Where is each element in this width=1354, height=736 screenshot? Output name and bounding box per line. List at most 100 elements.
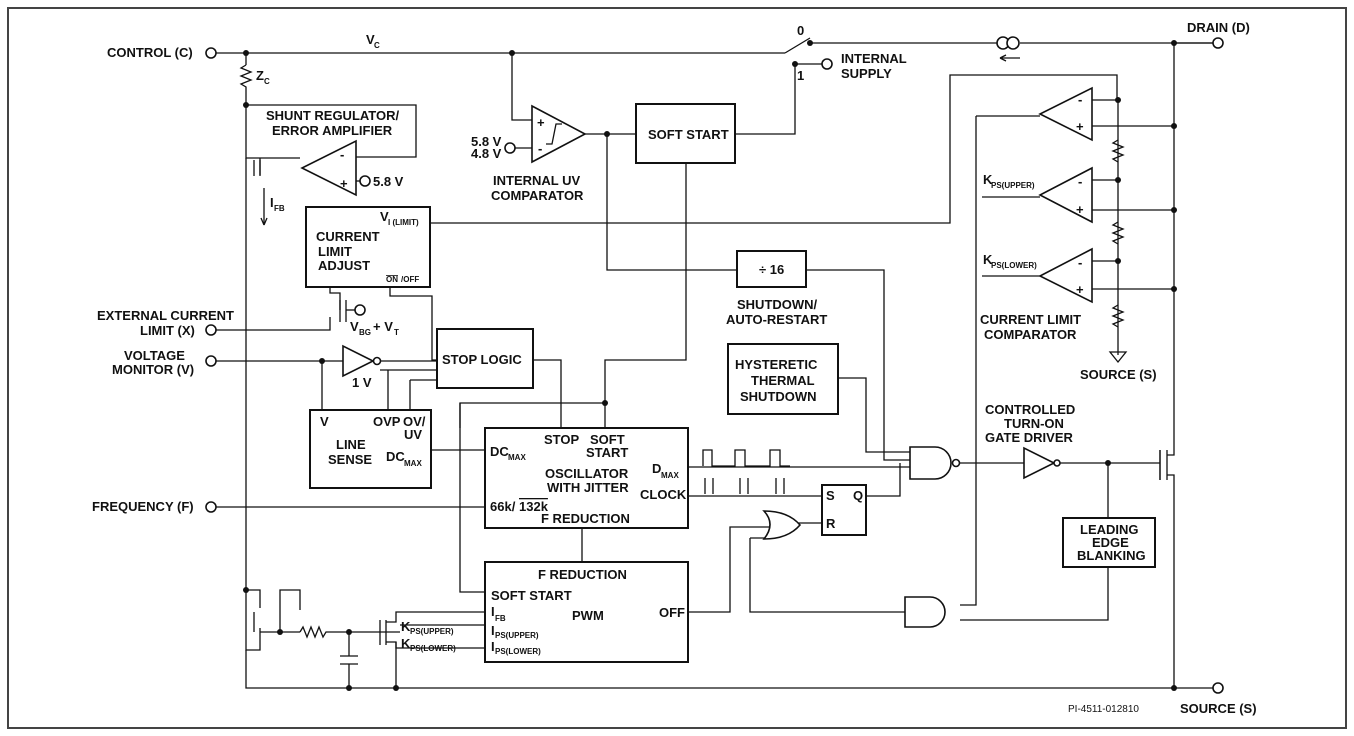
amp-signs-minus: - — [1078, 92, 1082, 107]
label-voltage-monitor-1: VOLTAGE — [124, 348, 185, 363]
label-frequency-pin: FREQUENCY (F) — [92, 499, 194, 514]
and-gate-blanking — [904, 596, 946, 628]
labels-ifb-sub: FB — [274, 204, 285, 213]
blocks-osc-freq-b: 132k — [519, 499, 549, 514]
ground-triangle-icon — [1108, 351, 1128, 364]
labels-vc: V — [366, 32, 375, 47]
labels-ifb: I — [270, 195, 274, 210]
labels-switch-0: 0 — [797, 23, 804, 38]
blocks-osc-dc-sub: MAX — [508, 453, 526, 462]
blocks-pwm-main: PWM — [572, 608, 604, 623]
amp-signs-plus: + — [1076, 202, 1084, 217]
zc-resistor — [239, 64, 253, 90]
label-source-comparator: SOURCE (S) — [1080, 367, 1157, 382]
blocks-pwm-ips-u-sub: PS(UPPER) — [495, 631, 539, 640]
blocks-pwm-title: F REDUCTION — [538, 567, 627, 582]
label-external-current-1: EXTERNAL CURRENT — [97, 308, 234, 323]
blocks-line-sense-1: LINE — [336, 437, 366, 452]
blocks-leb-3: BLANKING — [1077, 548, 1146, 563]
labels-cl-comp-2: COMPARATOR — [984, 327, 1077, 342]
diagram-frame — [7, 7, 1347, 729]
pin-terminals — [205, 37, 1224, 694]
labels-shutdown-1: SHUTDOWN/ — [737, 297, 818, 312]
upper-resistor — [1111, 139, 1125, 163]
blocks-leb-1: LEADING — [1080, 522, 1139, 537]
blocks-osc-dmax-sub: MAX — [661, 471, 679, 480]
amp-signs-minus: - — [340, 147, 344, 162]
stop-logic-block — [436, 328, 534, 389]
labels-vt: + V — [373, 319, 393, 334]
blocks-osc-clock: CLOCK — [640, 487, 687, 502]
current-source-icon — [996, 36, 1020, 62]
pin-voltage-monitor — [205, 355, 217, 367]
leading-edge-blanking-block — [1062, 517, 1156, 568]
lower-resistor — [1111, 304, 1125, 328]
blocks-stop-logic: STOP LOGIC — [442, 352, 522, 367]
blocks-line-sense-ovp: OVP — [373, 414, 401, 429]
blocks-kps-u-in-sub: PS(UPPER) — [410, 627, 454, 636]
ref-5-8-node — [359, 175, 371, 187]
blocks-vi-limit-sub: I (LIMIT) — [388, 218, 419, 227]
labels-kps-lower-sub: PS(LOWER) — [991, 261, 1037, 270]
blocks-vi-limit: V — [380, 209, 389, 224]
blocks-osc-stop: STOP — [544, 432, 579, 447]
internal-supply-node — [821, 58, 833, 70]
blocks-osc-freq-a: 66k/ — [490, 499, 516, 514]
blocks-sr-q: Q — [853, 488, 863, 503]
blocks-line-sense-v: V — [320, 414, 329, 429]
pin-frequency — [205, 501, 217, 513]
label-voltage-monitor-2: MONITOR (V) — [112, 362, 194, 377]
blocks-osc-freduction: F REDUCTION — [541, 511, 630, 526]
pin-drain — [1212, 37, 1224, 49]
amp-signs-plus: + — [1076, 282, 1084, 297]
blocks-osc-dc: DC — [490, 444, 509, 459]
middle-resistor — [1111, 221, 1125, 245]
shunt-mosfet — [253, 160, 261, 176]
labels-vbg-sub: BG — [359, 328, 371, 337]
labels-ref-5-8: 5.8 V — [373, 174, 404, 189]
pin-external-current-limit — [205, 324, 217, 336]
blocks-current-limit-adjust-1: CURRENT — [316, 229, 380, 244]
labels-zc-sub: C — [264, 77, 270, 86]
blocks-sr-s: S — [826, 488, 835, 503]
blocks-osc-main-2: WITH JITTER — [547, 480, 629, 495]
blocks-line-sense-ovuv-2: UV — [404, 427, 422, 442]
amp-signs-minus: - — [1078, 255, 1082, 270]
pin-control — [205, 47, 217, 59]
blocks-line-sense-2: SENSE — [328, 452, 372, 467]
current-limit-adjust-block — [305, 206, 431, 288]
blocks-pwm-ips-l-sub: PS(LOWER) — [495, 647, 541, 656]
blocks-pwm-ips-l: I — [491, 639, 495, 654]
labels-kps-upper-sub: PS(UPPER) — [991, 181, 1035, 190]
part-reference: PI-4511-012810 — [1068, 704, 1139, 715]
amp-signs-plus: + — [1076, 119, 1084, 134]
blocks-kps-l-in: K — [401, 636, 411, 651]
blocks-line-sense-dc-sub: MAX — [404, 459, 422, 468]
gate-driver-buffer — [1023, 446, 1061, 480]
and-gate-main — [909, 446, 961, 480]
blocks-pwm-off: OFF — [659, 605, 685, 620]
blocks-current-limit-adjust-2: LIMIT — [318, 244, 352, 259]
oscillator-block — [484, 427, 689, 529]
blocks-on-off-off: /OFF — [401, 275, 419, 284]
line-sense-block — [309, 409, 432, 489]
labels-switch-1: 1 — [797, 68, 804, 83]
blocks-pwm-ifb-sub: FB — [495, 614, 506, 623]
ifb-arrow-icon — [260, 217, 268, 226]
labels-uv-comp-2: COMPARATOR — [491, 188, 584, 203]
pin-source — [1212, 682, 1224, 694]
blocks-osc-main-1: OSCILLATOR — [545, 466, 629, 481]
labels-shunt-1: SHUNT REGULATOR/ — [266, 108, 400, 123]
blocks-kps-u-in: K — [401, 619, 411, 634]
blocks-current-limit-adjust-3: ADJUST — [318, 258, 370, 273]
blocks-pwm-ips-u: I — [491, 623, 495, 638]
blocks-on-off-on: ON — [386, 275, 398, 284]
uv-ref-node — [504, 142, 516, 154]
amp-signs-minus: - — [1078, 174, 1082, 189]
blocks-osc-soft-1: SOFT — [590, 432, 625, 447]
label-external-current-2: LIMIT (X) — [140, 323, 195, 338]
labels-shutdown-2: AUTO-RESTART — [726, 312, 827, 327]
blocks-kps-l-in-sub: PS(LOWER) — [410, 644, 456, 653]
labels-internal-supply-2: SUPPLY — [841, 66, 892, 81]
